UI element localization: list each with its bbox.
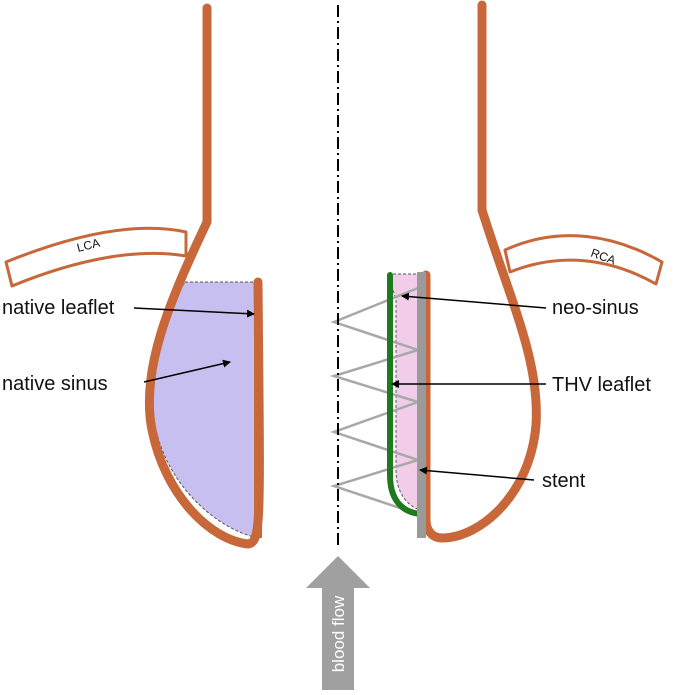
native-leaflet-pointer <box>133 307 255 318</box>
lca-label: LCA <box>75 236 101 255</box>
right-aortic-wall <box>421 0 541 543</box>
neo-sinus-label: neo-sinus <box>552 297 639 319</box>
blood-flow-arrow: blood flow <box>306 556 370 690</box>
thv-leaflet <box>387 272 423 517</box>
native-sinus-pointer <box>143 359 231 383</box>
stent-label: stent <box>542 470 586 492</box>
blood-flow-label: blood flow <box>329 595 348 672</box>
native-sinus-region <box>152 281 259 539</box>
thv-leaflet-label: THV leaflet <box>552 374 651 396</box>
native-leaflet-label: native leaflet <box>2 297 115 319</box>
lca-vessel: LCA <box>4 226 188 288</box>
stent-pointer <box>419 466 535 481</box>
rca-vessel: RCA <box>503 234 664 286</box>
stent-frame <box>417 272 426 538</box>
native-sinus-label: native sinus <box>2 373 108 395</box>
neo-sinus-pointer <box>401 292 547 309</box>
